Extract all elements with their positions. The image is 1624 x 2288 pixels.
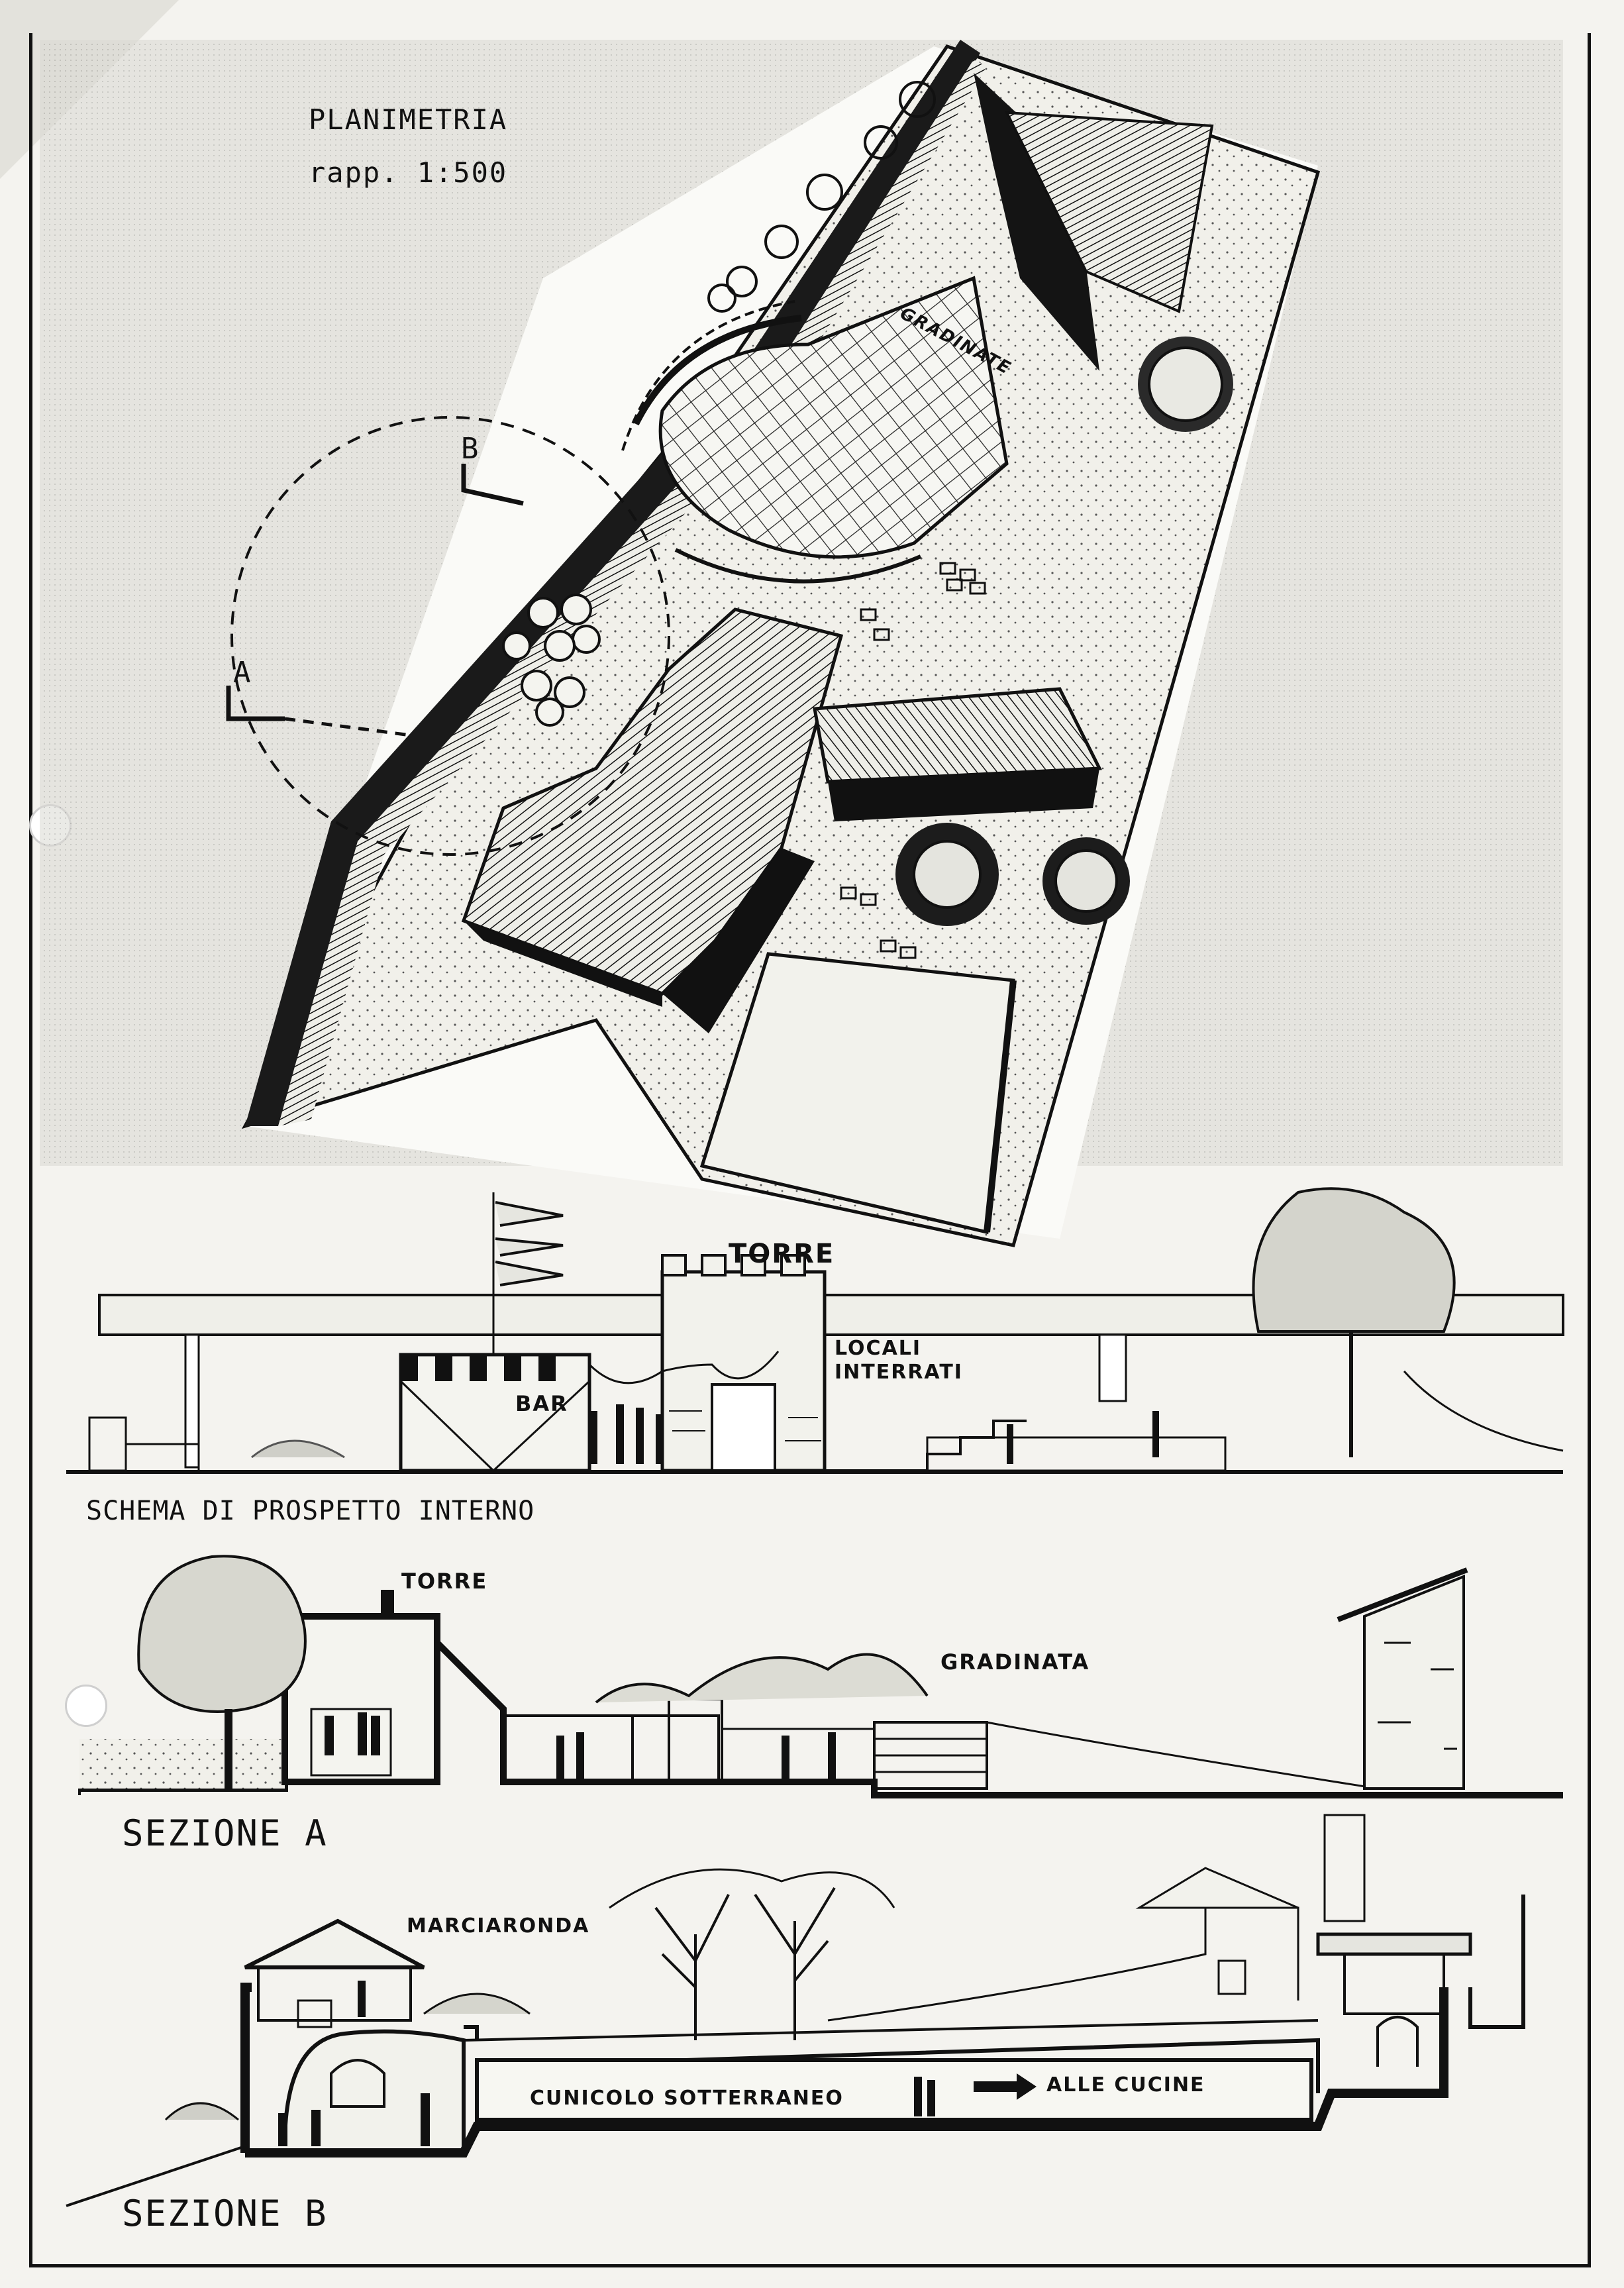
section-a-label-torre: TORRE	[401, 1569, 488, 1594]
section-b-label-cunicolo: CUNICOLO SOTTERRANEO	[530, 2087, 844, 2110]
section-b-label-marciaronda: MARCIARONDA	[407, 1914, 590, 1938]
section-b-label-cucine: ALLE CUCINE	[1046, 2073, 1205, 2097]
elevation-label-bar: BAR	[515, 1391, 568, 1416]
elevation-label-torre: TORRE	[729, 1239, 835, 1269]
plan-scale: rapp. 1:500	[309, 156, 508, 189]
section-b-caption: SEZIONE B	[122, 2193, 328, 2234]
elevation-label-locali: LOCALI	[835, 1337, 922, 1360]
punch-hole-bottom	[65, 1685, 107, 1727]
section-marker-a: A	[233, 656, 251, 690]
plan-title: PLANIMETRIA	[309, 103, 508, 136]
site-plan	[40, 40, 1563, 1247]
elevation-label-interrati: INTERRATI	[835, 1361, 963, 1384]
sheet-frame	[29, 33, 1591, 2267]
section-a-caption: SEZIONE A	[122, 1812, 328, 1854]
section-marker-b: B	[461, 432, 479, 466]
elevation-caption: SCHEMA DI PROSPETTO INTERNO	[86, 1496, 535, 1526]
section-a-label-gradinata: GRADINATA	[940, 1649, 1090, 1675]
